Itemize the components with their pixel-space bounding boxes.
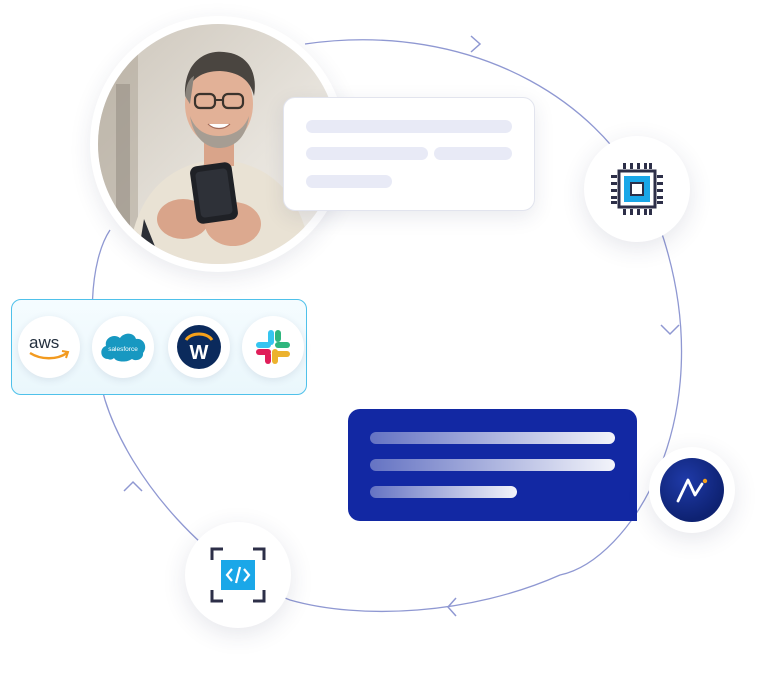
salesforce-wordmark: salesforce	[108, 346, 138, 353]
response-line	[370, 432, 615, 444]
processing-node	[584, 136, 690, 242]
ai-assistant-node	[649, 447, 735, 533]
flow-arrow-bottom	[446, 597, 457, 617]
response-line	[370, 459, 615, 471]
salesforce-logo-icon: salesforce	[101, 333, 146, 362]
placeholder-line	[434, 147, 512, 160]
integration-aws: aws	[18, 316, 80, 378]
workday-wordmark: W	[190, 342, 209, 364]
placeholder-line	[306, 175, 392, 188]
slack-logo-icon	[256, 330, 290, 364]
flow-arrow-top	[470, 35, 482, 53]
placeholder-line	[306, 147, 428, 160]
workday-logo-icon: W	[177, 325, 221, 369]
code-brackets-icon	[210, 547, 266, 603]
flow-arrow-right	[660, 324, 680, 336]
response-line	[370, 486, 517, 498]
aws-wordmark: aws	[29, 333, 59, 352]
placeholder-line	[306, 120, 512, 133]
ai-badge	[660, 458, 724, 522]
aws-logo-icon: aws	[29, 333, 70, 360]
flow-arc	[91, 39, 683, 613]
chat-message-card	[283, 97, 535, 211]
ai-assistant-icon	[676, 478, 708, 503]
code-node	[185, 522, 291, 628]
cpu-chip-icon	[611, 163, 663, 215]
assistant-response-card	[348, 409, 637, 521]
integrations-panel: aws salesforce W	[11, 299, 307, 395]
integration-workday: W	[168, 316, 230, 378]
integration-slack	[242, 316, 304, 378]
flow-arrow-left	[123, 480, 143, 492]
integration-salesforce: salesforce	[92, 316, 154, 378]
